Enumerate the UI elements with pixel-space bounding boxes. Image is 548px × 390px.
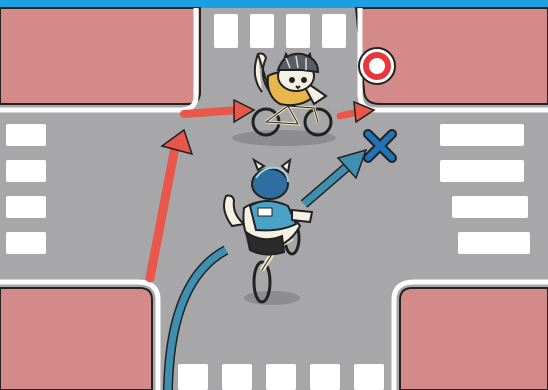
correct-mark-icon (359, 48, 395, 84)
sidewalk-bottom-left (0, 288, 152, 390)
sidewalk-bottom-right (400, 288, 548, 390)
shadow-bottom-cyclist (244, 291, 300, 305)
sidewalk-top-left (0, 8, 200, 104)
shadow-top-cyclist (232, 130, 336, 146)
